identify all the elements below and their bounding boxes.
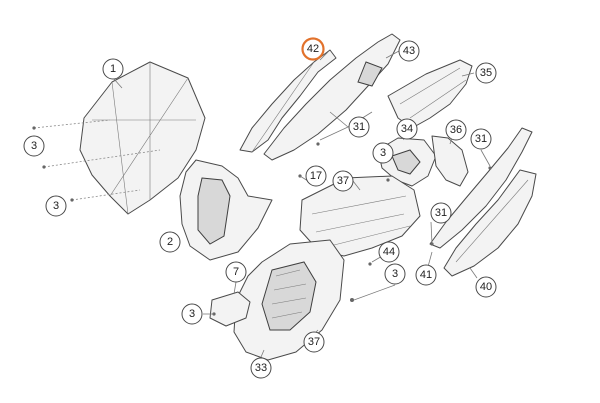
callout-31: 31 xyxy=(430,202,452,224)
bolt-marker xyxy=(32,126,36,130)
svg-text:31: 31 xyxy=(353,121,365,133)
svg-text:3: 3 xyxy=(392,268,398,280)
part-cover-36 xyxy=(431,135,469,187)
svg-text:43: 43 xyxy=(403,45,415,57)
svg-text:44: 44 xyxy=(383,246,395,258)
svg-text:3: 3 xyxy=(380,147,386,159)
callout-31: 31 xyxy=(470,128,492,150)
callout-37: 37 xyxy=(303,331,325,353)
callout-3: 3 xyxy=(372,142,394,164)
callout-1: 1 xyxy=(102,58,124,80)
callout-42-highlighted: 42 xyxy=(301,37,325,61)
bolt-marker xyxy=(386,178,390,182)
callout-2: 2 xyxy=(159,231,181,253)
svg-text:37: 37 xyxy=(308,336,320,348)
svg-text:3: 3 xyxy=(189,308,195,320)
callout-44: 44 xyxy=(378,241,400,263)
part-side-fairing-43 xyxy=(263,33,401,161)
svg-text:41: 41 xyxy=(420,269,432,281)
bolt-marker xyxy=(488,166,492,170)
bolt-marker xyxy=(70,198,74,202)
callout-36: 36 xyxy=(445,119,467,141)
svg-text:36: 36 xyxy=(450,124,462,136)
svg-text:17: 17 xyxy=(310,170,322,182)
svg-text:33: 33 xyxy=(255,362,267,374)
svg-text:31: 31 xyxy=(435,207,447,219)
svg-text:37: 37 xyxy=(337,175,349,187)
part-rear-panel-41 xyxy=(429,127,533,249)
part-tank-cover-35 xyxy=(387,59,473,129)
callout-34: 34 xyxy=(396,118,418,140)
part-bracket-7 xyxy=(209,291,251,327)
part-inner-fender-37 xyxy=(299,175,421,257)
svg-text:34: 34 xyxy=(401,123,413,135)
callout-3: 3 xyxy=(384,263,406,285)
fastener-line xyxy=(71,189,141,201)
callout-17: 17 xyxy=(305,165,327,187)
part-airbox-33 xyxy=(233,239,345,361)
part-headlight-mask xyxy=(179,159,273,261)
part-side-panel-42 xyxy=(239,49,337,153)
callout-40: 40 xyxy=(475,276,497,298)
bolt-marker xyxy=(368,262,372,266)
svg-text:3: 3 xyxy=(53,200,59,212)
svg-text:40: 40 xyxy=(480,281,492,293)
svg-text:1: 1 xyxy=(110,63,116,75)
bolt-marker xyxy=(350,298,354,302)
svg-text:42: 42 xyxy=(307,43,319,55)
callout-31: 31 xyxy=(348,116,370,138)
part-rear-panel-40 xyxy=(443,169,537,277)
callout-41: 41 xyxy=(415,264,437,286)
fastener-line xyxy=(33,119,111,129)
callout-3: 3 xyxy=(23,135,45,157)
bolt-marker xyxy=(316,142,320,146)
callout-43: 43 xyxy=(398,40,420,62)
svg-text:7: 7 xyxy=(233,266,239,278)
fastener-line xyxy=(43,149,161,168)
callout-35: 35 xyxy=(475,62,497,84)
svg-text:2: 2 xyxy=(167,236,173,248)
bolt-marker xyxy=(42,165,46,169)
callout-3: 3 xyxy=(181,303,203,325)
callout-3: 3 xyxy=(45,195,67,217)
callout-37: 37 xyxy=(332,170,354,192)
svg-text:31: 31 xyxy=(475,133,487,145)
svg-text:3: 3 xyxy=(31,140,37,152)
svg-text:35: 35 xyxy=(480,67,492,79)
callout-33: 33 xyxy=(250,357,272,379)
part-windscreen xyxy=(79,61,206,215)
callout-7: 7 xyxy=(225,261,247,283)
